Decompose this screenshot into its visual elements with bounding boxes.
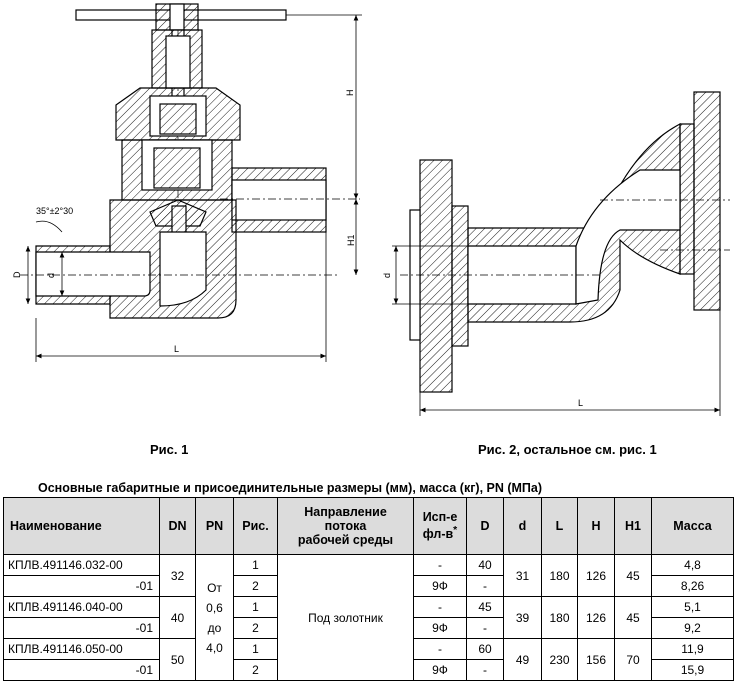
figure-1-valve — [20, 3, 362, 362]
table-row: -01 2 9Ф - 15,9 — [3, 659, 734, 681]
table-row: КПЛВ.491146.032-00 32 От 0,6 до 4,0 1 По… — [3, 554, 734, 681]
header-D: D — [466, 497, 504, 555]
dim-d-fig2: d — [382, 273, 392, 278]
header-dn: DN — [159, 497, 196, 555]
pn-text-4: 4,0 — [206, 640, 223, 655]
cell-flange: - — [413, 638, 467, 660]
cell-flange: - — [413, 554, 467, 576]
cell-flange: 9Ф — [413, 617, 467, 639]
header-fig: Рис. — [233, 497, 278, 555]
technical-drawings: 35°±2°30 D d L H H1 d L — [12, 3, 730, 416]
cell-d: 39 — [503, 596, 542, 639]
figure-1-caption: Рис. 1 — [150, 442, 189, 457]
cell-flange: - — [413, 596, 467, 618]
cell-H1: 45 — [614, 554, 652, 597]
header-H: H — [577, 497, 615, 555]
header-d: d — [503, 497, 542, 555]
cell-pn: От 0,6 до 4,0 — [195, 554, 234, 681]
cell-mass: 9,2 — [651, 617, 734, 639]
cell-mass: 11,9 — [651, 638, 734, 660]
pn-text-1: От — [207, 580, 222, 595]
cell-L: 180 — [541, 554, 578, 597]
cell-fig: 1 — [233, 554, 278, 576]
cell-L: 230 — [541, 638, 578, 681]
header-flange-footnote: * — [453, 525, 458, 537]
header-flow-direction: Направление потока рабочей среды — [277, 497, 414, 555]
dim-L-fig2: L — [578, 398, 583, 408]
cell-D: - — [466, 617, 504, 639]
cell-mass: 8,26 — [651, 575, 734, 597]
dim-H: H — [345, 90, 355, 97]
header-flow-line1: Направление — [304, 505, 387, 519]
cell-name: КПЛВ.491146.040-00 — [3, 596, 160, 618]
cell-mass: 15,9 — [651, 659, 734, 681]
header-flange-version: Исп-е фл-в* — [413, 497, 467, 555]
header-H1: H1 — [614, 497, 652, 555]
dim-H1: H1 — [346, 234, 356, 246]
cell-H1: 45 — [614, 596, 652, 639]
cell-mass: 5,1 — [651, 596, 734, 618]
cell-name: -01 — [3, 617, 160, 639]
cell-name: КПЛВ.491146.050-00 — [3, 638, 160, 660]
dim-L-fig1: L — [174, 344, 179, 354]
table-header-row: Наименование DN PN Рис. Направление пото… — [3, 497, 734, 555]
table-row: КПЛВ.491146.040-00 40 1 - 45 39 180 126 … — [3, 596, 734, 639]
cell-D: - — [466, 575, 504, 597]
figure-1-dimension-labels: 35°±2°30 D d L H H1 — [12, 90, 356, 355]
cell-H: 126 — [577, 596, 615, 639]
header-name: Наименование — [3, 497, 160, 555]
cell-dn: 40 — [159, 596, 196, 639]
cell-name: КПЛВ.491146.032-00 — [3, 554, 160, 576]
header-flange-line2: фл-в — [422, 527, 454, 542]
cell-D: 45 — [466, 596, 504, 618]
cell-fig: 2 — [233, 575, 278, 597]
figure-2-dimension-labels: d L — [382, 273, 583, 408]
pn-text-2: 0,6 — [206, 600, 223, 615]
cell-fig: 2 — [233, 659, 278, 681]
cell-L: 180 — [541, 596, 578, 639]
cell-D: 60 — [466, 638, 504, 660]
dim-D-fig1: D — [12, 271, 22, 278]
pn-text-3: до — [207, 620, 222, 635]
cell-name: -01 — [3, 575, 160, 597]
cell-fig: 1 — [233, 596, 278, 618]
header-flow-line2: потока — [324, 519, 367, 533]
cell-fig: 2 — [233, 617, 278, 639]
cell-flow-direction: Под золотник — [277, 554, 414, 681]
cell-H1: 70 — [614, 638, 652, 681]
header-L: L — [541, 497, 578, 555]
header-flow-line3: рабочей среды — [297, 533, 394, 547]
figure-2-caption: Рис. 2, остальное см. рис. 1 — [478, 442, 657, 457]
cell-flange: 9Ф — [413, 659, 467, 681]
cell-mass: 4,8 — [651, 554, 734, 576]
cell-name: -01 — [3, 659, 160, 681]
table-row: КПЛВ.491146.050-00 50 1 - 60 49 230 156 … — [3, 638, 734, 681]
header-mass: Масса — [651, 497, 734, 555]
cell-H: 156 — [577, 638, 615, 681]
dim-d-fig1: d — [46, 273, 56, 278]
header-pn: PN — [195, 497, 234, 555]
cell-dn: 50 — [159, 638, 196, 681]
table-title: Основные габаритные и присоединительные … — [38, 481, 543, 495]
cell-D: - — [466, 659, 504, 681]
dim-angle: 35°±2°30 — [36, 206, 73, 216]
cell-d: 31 — [503, 554, 542, 597]
figure-2-flanged-body — [392, 91, 730, 416]
cell-dn: 32 — [159, 554, 196, 597]
header-flange-line1: Исп-е — [422, 510, 458, 525]
cell-H: 126 — [577, 554, 615, 597]
cell-flange: 9Ф — [413, 575, 467, 597]
cell-fig: 1 — [233, 638, 278, 660]
cell-d: 49 — [503, 638, 542, 681]
dimensions-table: Наименование DN PN Рис. Направление пото… — [3, 497, 734, 681]
cell-D: 40 — [466, 554, 504, 576]
